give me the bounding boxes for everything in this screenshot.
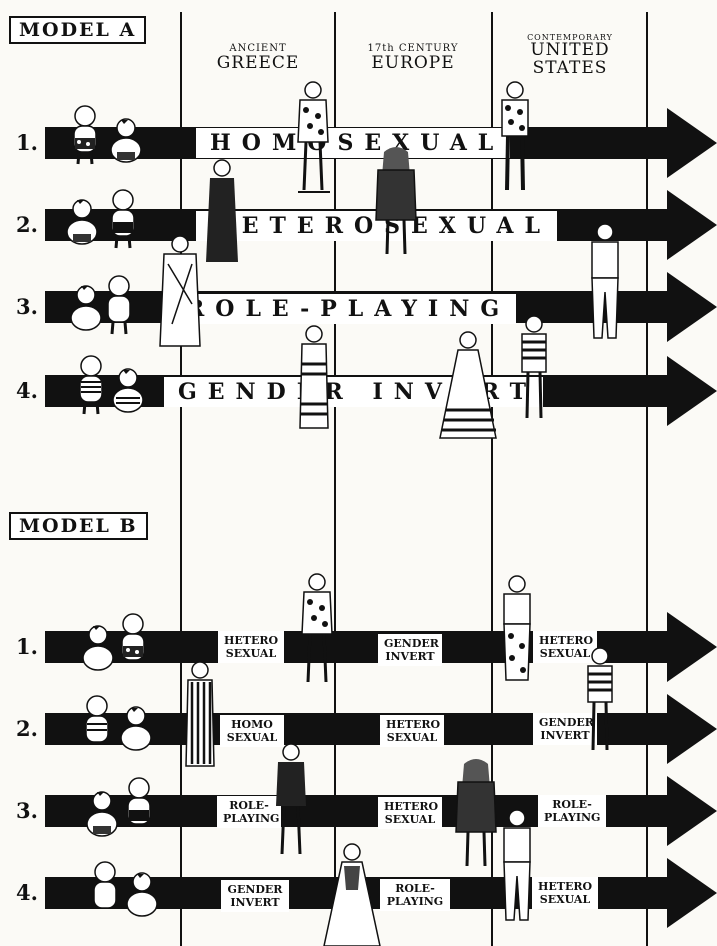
model-a-row-number-4: 4.	[16, 378, 38, 403]
model-b-row-number-2: 2.	[16, 716, 38, 741]
model-a-row-number-2: 2.	[16, 212, 38, 237]
baby-figure	[84, 790, 120, 840]
era-header-europe: 17th CENTURY EUROPE	[342, 44, 484, 72]
american-woman-figure	[576, 646, 624, 756]
banner-role-playing: ROLE-PLAYING	[172, 294, 516, 324]
european-man-figure	[370, 146, 422, 262]
baby-figure	[114, 612, 152, 674]
baby-figure	[108, 118, 144, 166]
era-header-us: CONTEMPORARY UNITED STATES	[500, 34, 640, 78]
model-b-3-europe-tag: HETERO SEXUAL	[378, 797, 442, 829]
american-man-figure	[494, 808, 540, 926]
model-b-label: MODEL B	[9, 512, 148, 540]
model-a-row-number-3: 3.	[16, 294, 38, 319]
model-b-4-greece-tag: GENDER INVERT	[221, 880, 289, 912]
baby-figure	[68, 284, 104, 334]
greek-woman-figure	[180, 660, 220, 770]
baby-figure	[100, 274, 138, 336]
model-b-1-greece-tag: HETERO SEXUAL	[218, 631, 284, 663]
baby-figure	[110, 368, 146, 416]
model-b-4-europe-tag: ROLE- PLAYING	[380, 879, 450, 911]
model-b-row-number-4: 4.	[16, 880, 38, 905]
baby-figure	[66, 104, 104, 166]
greek-woman-figure	[296, 324, 332, 432]
era-us-big: UNITED STATES	[525, 42, 615, 78]
model-a-label: MODEL A	[9, 16, 146, 44]
american-man-figure	[492, 80, 538, 198]
greek-woman-figure	[200, 158, 244, 266]
baby-figure	[72, 354, 110, 416]
era-europe-big: EUROPE	[342, 55, 484, 73]
banner-homosexual: HOMOSEXUAL	[196, 128, 510, 158]
greek-man-figure	[266, 742, 316, 860]
era-header-greece: ANCIENT GREECE	[190, 44, 326, 72]
greek-robed-man-figure	[156, 234, 204, 354]
model-b-row-number-3: 3.	[16, 798, 38, 823]
american-man-figure	[582, 222, 628, 344]
baby-figure	[104, 188, 142, 250]
baby-figure	[78, 694, 116, 756]
model-b-4-us-tag: HETERO SEXUAL	[532, 877, 598, 909]
model-a-row-number-1: 1.	[16, 130, 38, 155]
american-man-figure	[494, 574, 540, 686]
baby-figure	[124, 872, 160, 920]
european-woman-figure	[436, 330, 500, 442]
model-b-2-europe-tag: HETERO SEXUAL	[380, 715, 444, 747]
model-b-row-number-1: 1.	[16, 634, 38, 659]
baby-figure	[86, 860, 124, 922]
baby-figure	[80, 624, 116, 674]
baby-figure	[118, 706, 154, 754]
greek-man-figure	[294, 572, 340, 690]
american-woman-figure	[510, 314, 558, 424]
era-greece-big: GREECE	[190, 55, 326, 73]
european-woman-figure	[320, 842, 384, 946]
greek-man-figure	[290, 80, 336, 198]
baby-figure	[64, 198, 100, 248]
model-b-1-europe-tag: GENDER INVERT	[378, 634, 442, 666]
baby-figure	[120, 776, 158, 838]
model-b-3-us-tag: ROLE- PLAYING	[538, 795, 606, 827]
